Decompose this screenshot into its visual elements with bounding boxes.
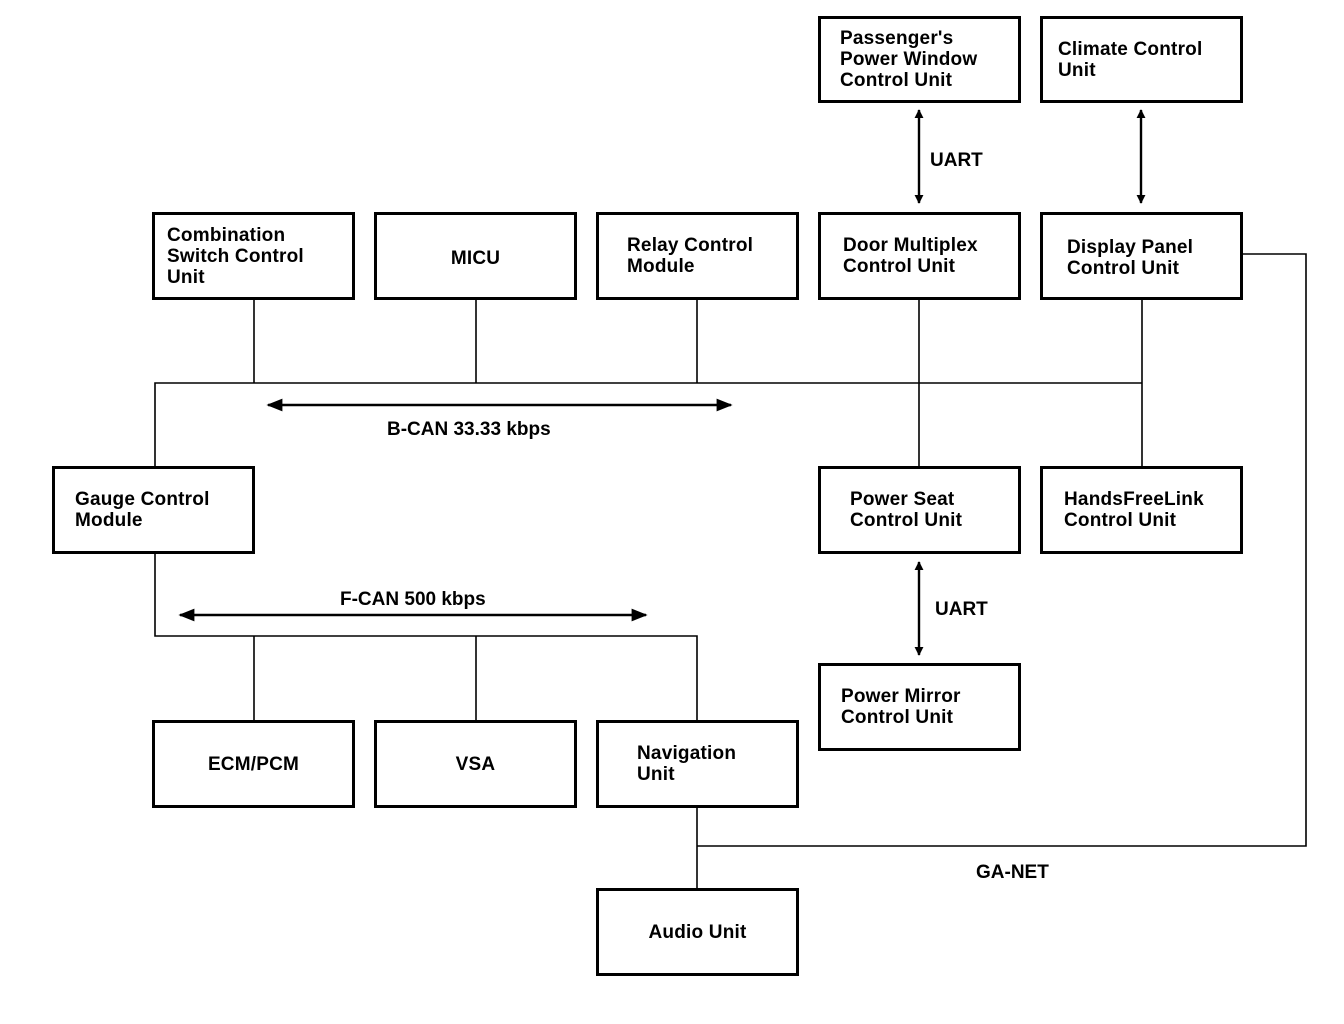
bcan-label: B-CAN 33.33 kbps bbox=[387, 419, 551, 440]
vsa-unit: VSA bbox=[374, 720, 577, 808]
power-mirror-control-unit: Power Mirror Control Unit bbox=[818, 663, 1021, 751]
fcan-bus-line bbox=[154, 552, 698, 721]
passenger-power-window-unit: Passenger's Power Window Control Unit bbox=[818, 16, 1021, 103]
relay-control-module: Relay Control Module bbox=[596, 212, 799, 300]
fcan-label: F-CAN 500 kbps bbox=[340, 589, 486, 610]
ecm-pcm-unit: ECM/PCM bbox=[152, 720, 355, 808]
gauge-control-module: Gauge Control Module bbox=[52, 466, 255, 554]
uart-bottom-label: UART bbox=[935, 599, 988, 620]
climate-control-unit: Climate Control Unit bbox=[1040, 16, 1243, 103]
ganet-label: GA-NET bbox=[976, 862, 1049, 883]
power-seat-control-unit: Power Seat Control Unit bbox=[818, 466, 1021, 554]
navigation-unit: Navigation Unit bbox=[596, 720, 799, 808]
combination-switch-control-unit: Combination Switch Control Unit bbox=[152, 212, 355, 300]
display-panel-control-unit: Display Panel Control Unit bbox=[1040, 212, 1243, 300]
audio-unit: Audio Unit bbox=[596, 888, 799, 976]
ganet-line bbox=[697, 253, 1307, 847]
uart-top-label: UART bbox=[930, 150, 983, 171]
micu-unit: MICU bbox=[374, 212, 577, 300]
bcan-bus-line bbox=[154, 382, 1142, 467]
door-multiplex-control-unit: Door Multiplex Control Unit bbox=[818, 212, 1021, 300]
handsfreelink-control-unit: HandsFreeLink Control Unit bbox=[1040, 466, 1243, 554]
